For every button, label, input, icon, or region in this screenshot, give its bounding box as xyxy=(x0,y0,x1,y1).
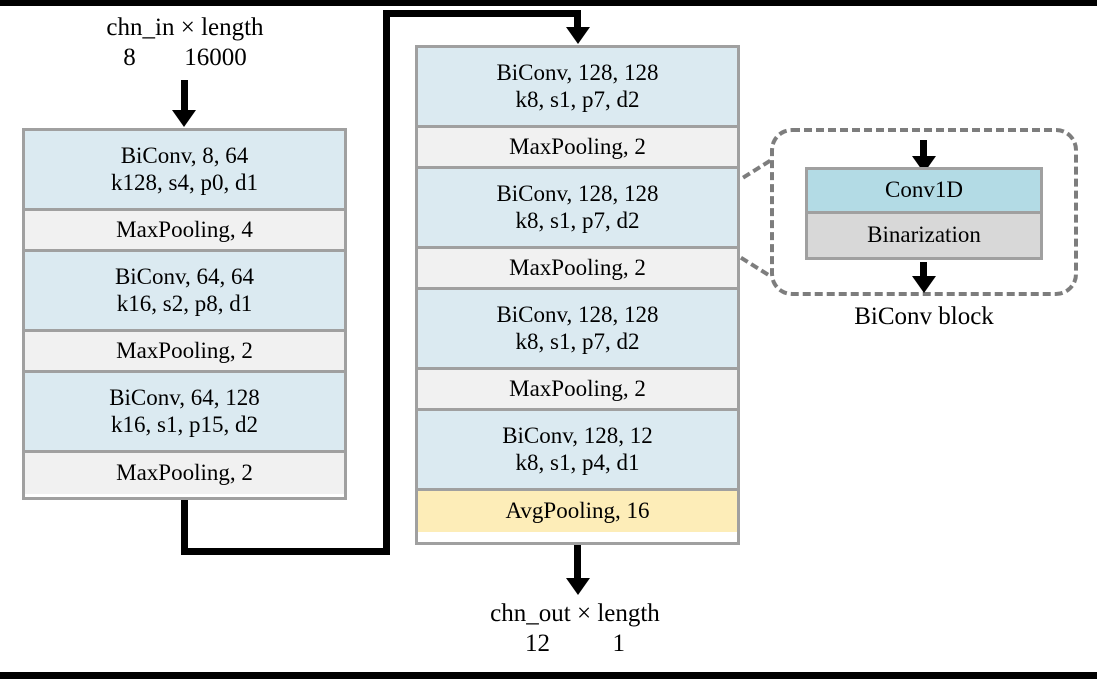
left-layer-cell-3-line1: MaxPooling, 2 xyxy=(116,337,253,363)
input-arrow-head xyxy=(172,110,196,127)
middle-layer-cell-3: MaxPooling, 2 xyxy=(418,249,737,290)
input-dims: 8 16000 xyxy=(75,44,295,71)
input-arrow-shaft xyxy=(181,80,188,116)
connector-bottom-segment xyxy=(181,548,390,555)
biconv-stage-binarization: Binarization xyxy=(808,213,1040,257)
output-dims: 12 1 xyxy=(465,630,685,657)
biconv-block-caption: BiConv block xyxy=(854,303,994,330)
output-arrow-head xyxy=(566,578,590,595)
left-layer-cell-2-line2: k16, s2, p8, d1 xyxy=(116,290,253,316)
middle-layer-cell-5-line1: MaxPooling, 2 xyxy=(509,375,646,401)
biconv-stage-binarization-label: Binarization xyxy=(867,222,981,248)
middle-layer-cell-6-line2: k8, s1, p4, d1 xyxy=(515,449,640,475)
left-layer-cell-5: MaxPooling, 2 xyxy=(25,453,344,494)
connector-up-segment xyxy=(383,10,390,555)
middle-layer-cell-7: AvgPooling, 16 xyxy=(418,491,737,532)
biconv-output-arrow-shaft xyxy=(920,262,927,284)
connector-entry-segment xyxy=(574,10,581,32)
bottom-rule xyxy=(0,672,1097,679)
left-layer-cell-4-line2: k16, s1, p15, d2 xyxy=(111,411,258,437)
input-channels-value: 8 xyxy=(123,44,136,71)
output-length-value: 1 xyxy=(612,630,626,657)
left-layer-cell-0-line2: k128, s4, p0, d1 xyxy=(111,169,258,195)
biconv-output-arrow-head xyxy=(912,276,936,293)
biconv-stage-conv1d: Conv1D xyxy=(808,170,1040,214)
left-layer-cell-1-line1: MaxPooling, 4 xyxy=(116,216,253,242)
middle-layer-cell-0-line2: k8, s1, p7, d2 xyxy=(515,86,640,112)
biconv-input-arrow-shaft xyxy=(920,140,927,162)
middle-layer-cell-2-line1: BiConv, 128, 128 xyxy=(496,180,659,206)
middle-layer-cell-2-line2: k8, s1, p7, d2 xyxy=(515,207,640,233)
left-layer-cell-3: MaxPooling, 2 xyxy=(25,332,344,373)
biconv-stage-conv1d-label: Conv1D xyxy=(885,177,963,203)
middle-layer-cell-6-line1: BiConv, 128, 12 xyxy=(502,422,653,448)
output-channels-value: 12 xyxy=(525,630,550,657)
left-layer-cell-0-line1: BiConv, 8, 64 xyxy=(120,142,249,168)
left-layer-cell-1: MaxPooling, 4 xyxy=(25,211,344,252)
middle-layer-cell-7-line1: AvgPooling, 16 xyxy=(505,498,650,524)
left-layer-cell-4-line1: BiConv, 64, 128 xyxy=(109,384,260,410)
top-rule xyxy=(0,0,1097,6)
output-shape-label: chn_out × length xyxy=(490,600,660,627)
output-arrow-shaft xyxy=(574,545,581,585)
middle-layer-cell-4-line1: BiConv, 128, 128 xyxy=(496,301,659,327)
biconv-inner-stack: Conv1D Binarization xyxy=(805,167,1043,260)
input-length-value: 16000 xyxy=(184,44,247,71)
left-layer-cell-2-line1: BiConv, 64, 64 xyxy=(114,263,255,289)
connector-entry-arrow-head xyxy=(566,27,590,44)
middle-layer-cell-5: MaxPooling, 2 xyxy=(418,370,737,411)
connector-down-segment xyxy=(181,500,188,555)
input-shape-label: chn_in × length xyxy=(106,14,264,41)
middle-layer-cell-3-line1: MaxPooling, 2 xyxy=(509,254,646,280)
middle-layer-cell-1-line1: MaxPooling, 2 xyxy=(509,133,646,159)
middle-layer-cell-1: MaxPooling, 2 xyxy=(418,128,737,169)
middle-layer-cell-0-line1: BiConv, 128, 128 xyxy=(496,59,659,85)
left-layer-cell-5-line1: MaxPooling, 2 xyxy=(116,460,253,486)
connector-top-segment xyxy=(383,10,581,17)
middle-layer-cell-4-line2: k8, s1, p7, d2 xyxy=(515,328,640,354)
